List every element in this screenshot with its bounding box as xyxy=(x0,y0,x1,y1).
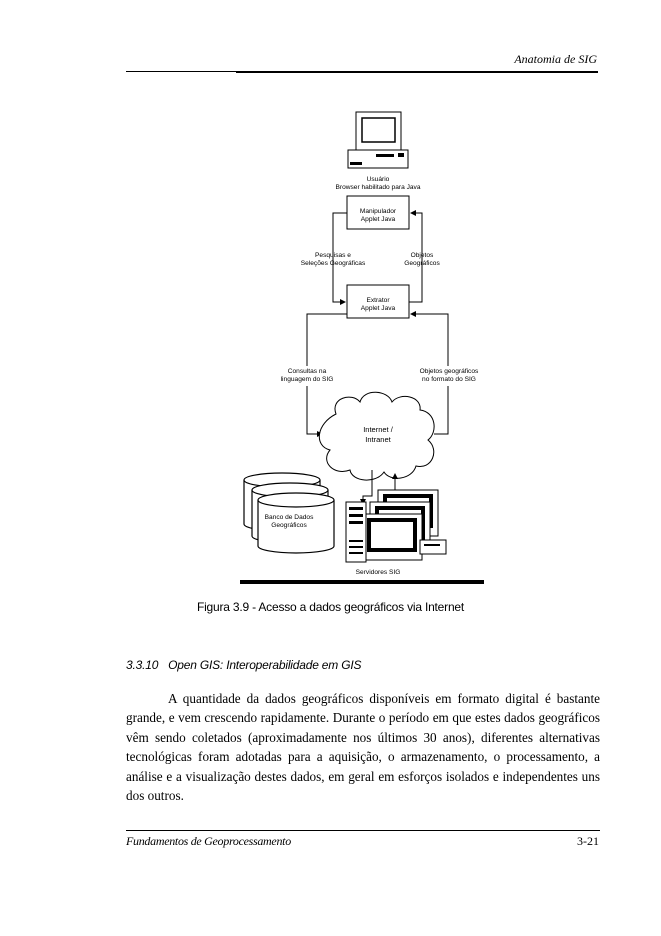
database-sublabel: Geográficos xyxy=(271,522,307,529)
internet-cloud-icon xyxy=(319,391,435,481)
figure-diagram: Usuário Browser habilitado para Java Man… xyxy=(240,111,484,584)
search-label: Pesquisas e xyxy=(315,252,351,259)
objects-arrow xyxy=(409,210,423,303)
footer-rule xyxy=(126,830,600,831)
objects-label: Objetos xyxy=(411,252,434,259)
extractor-sublabel: Applet Java xyxy=(361,305,396,312)
search-sublabel: Seleções Geográficas xyxy=(301,260,366,267)
section-number: 3.3.10 xyxy=(126,658,159,672)
internet-sublabel: Intranet xyxy=(365,435,391,444)
objects-sublabel: Geográficos xyxy=(404,260,440,267)
user-sublabel: Browser habilitado para Java xyxy=(335,184,420,191)
figure-caption: Figura 3.9 - Acesso a dados geográficos … xyxy=(196,600,465,614)
footer-book-title: Fundamentos de Geoprocessamento xyxy=(126,834,291,848)
section-title: Open GIS: Interoperabilidade em GIS xyxy=(168,658,362,672)
database-icon xyxy=(243,472,335,554)
user-computer-icon xyxy=(347,111,409,169)
extractor-label: Extrator xyxy=(366,297,390,304)
geo-objects-label: Objetos geográficos xyxy=(420,368,479,375)
geo-objects-label-bg xyxy=(418,366,480,386)
manipulator-label: Manipulador xyxy=(360,208,397,215)
header-rule-thick xyxy=(236,72,598,73)
running-header: Anatomia de SIG xyxy=(514,52,597,66)
user-label: Usuário xyxy=(367,176,390,183)
body-paragraph: A quantidade da dados geográficos dispon… xyxy=(126,691,600,804)
servers-label: Servidores SIG xyxy=(356,569,401,576)
extractor-box xyxy=(346,284,410,319)
cloud-server-arrow-1 xyxy=(360,470,373,505)
queries-label-bg xyxy=(282,366,332,386)
page-number: 3-21 xyxy=(577,834,599,848)
queries-sublabel: linguagem do SIG xyxy=(281,376,334,383)
manipulator-box xyxy=(346,195,410,230)
search-arrow xyxy=(332,212,347,305)
internet-label: Internet / xyxy=(363,425,394,434)
figure-baseline xyxy=(240,580,484,584)
section-heading: 3.3.10 Open GIS: Interoperabilidade em GI… xyxy=(126,658,361,672)
queries-label: Consultas na xyxy=(288,368,327,375)
manipulator-sublabel: Applet Java xyxy=(361,216,396,223)
database-label: Banco de Dados xyxy=(265,514,314,521)
geo-objects-sublabel: no formato do SIG xyxy=(422,376,476,383)
header-rule xyxy=(126,71,598,72)
servers-icon xyxy=(345,489,447,563)
